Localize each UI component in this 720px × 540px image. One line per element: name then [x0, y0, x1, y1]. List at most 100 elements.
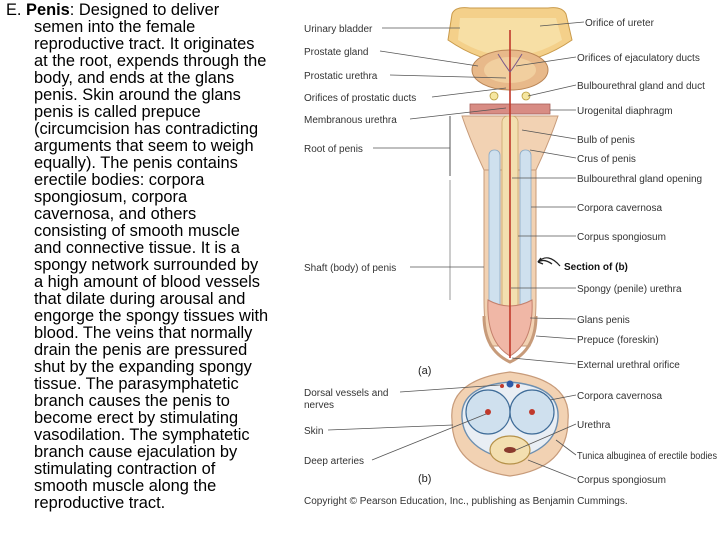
label-skin: Skin: [304, 426, 323, 437]
text-line: penis is called prepuce: [34, 103, 201, 121]
leader-tunica-albuginea: [555, 439, 577, 456]
text-line: cavernosa, and others: [34, 205, 197, 223]
label-orifices-ejaculatory-ducts: Orifices of ejaculatory ducts: [577, 53, 700, 64]
leader-corpora-cavernosa-b: [549, 394, 577, 401]
label-nerves: nerves: [304, 400, 334, 411]
text-line: become erect by stimulating: [34, 409, 239, 427]
leader-glans-penis: [529, 317, 577, 320]
leader-skin: [327, 424, 454, 431]
leader-membranous-urethra: [409, 107, 507, 120]
text-line: stimulating contraction of: [34, 460, 216, 478]
deep-artery-right: [529, 409, 535, 415]
leader-bulbourethral-gland: [527, 84, 577, 97]
label-glans-penis: Glans penis: [577, 315, 630, 326]
longitudinal-section-illustration: [447, 7, 573, 364]
text-line: branch causes the penis to: [34, 392, 230, 410]
text-line: engorge the spongy tissues with: [34, 307, 269, 325]
bulbourethral-gland-left: [489, 91, 499, 101]
text-line: consisting of smooth muscle: [34, 222, 240, 240]
label-crus-of-penis: Crus of penis: [577, 154, 636, 165]
text-line: spongy network surrounded by: [34, 256, 259, 274]
label-root-of-penis: Root of penis: [304, 144, 363, 155]
label-orifices-prostatic-ducts: Orifices of prostatic ducts: [304, 93, 416, 104]
text-line: a high amount of blood vessels: [34, 273, 260, 291]
prepuce-shape: [482, 315, 538, 364]
bulbourethral-gland-right: [521, 91, 531, 101]
label-prepuce: Prepuce (foreskin): [577, 335, 659, 346]
corpora-cavernosa-right-column: [519, 149, 532, 311]
label-corpora-cavernosa-a: Corpora cavernosa: [577, 203, 662, 214]
panel-a-tag: (a): [418, 365, 431, 377]
right-leader-lines: [511, 21, 585, 480]
text-line: smooth muscle along the: [34, 477, 217, 495]
leader-orifice-of-ureter: [539, 21, 585, 27]
label-corpus-spongiosum-a: Corpus spongiosum: [577, 232, 666, 243]
text-line: blood. The veins that normally: [34, 324, 253, 342]
leader-external-urethral-orifice: [511, 357, 577, 365]
panel-b-tag: (b): [418, 473, 431, 485]
deep-artery-left: [485, 409, 491, 415]
text-line: and connective tissue. It is a: [34, 239, 240, 257]
leader-crus-of-penis: [529, 149, 577, 159]
leader-prostatic-urethra: [389, 74, 507, 79]
dorsal-artery-right: [516, 384, 520, 388]
text-line: equally). The penis contains: [34, 154, 238, 172]
text-line: at the root, expends through the: [34, 52, 267, 70]
label-corpus-spongiosum-b: Corpus spongiosum: [577, 475, 666, 486]
label-external-urethral-orifice: External urethral orifice: [577, 360, 680, 371]
label-urethra-b: Urethra: [577, 420, 611, 431]
text-line: semen into the female: [34, 18, 196, 36]
text-line: reproductive tract. It originates: [34, 35, 255, 53]
urethra-section: [504, 447, 516, 453]
text-line: reproductive tract.: [34, 494, 166, 512]
section-indicator-curve: [537, 257, 561, 267]
ejaculatory-duct-lines: [497, 53, 523, 73]
dorsal-vein: [506, 380, 514, 388]
leader-orifices-prostatic-ducts: [431, 87, 507, 98]
text-line: drain the penis are pressured: [34, 341, 248, 359]
text-line: spongiosum, corpora: [34, 188, 188, 206]
label-spongy-urethra: Spongy (penile) urethra: [577, 284, 682, 295]
text-line: (circumcision has contradicting: [34, 120, 259, 138]
leader-ejaculatory-ducts: [515, 56, 577, 67]
leader-deep-arteries: [371, 413, 487, 461]
copyright-notice: Copyright © Pearson Education, Inc., pub…: [304, 496, 628, 507]
label-prostate-gland: Prostate gland: [304, 47, 369, 58]
corpora-cavernosa-left-column: [488, 149, 501, 311]
dorsal-artery-left: [500, 384, 504, 388]
label-deep-arteries: Deep arteries: [304, 456, 364, 467]
label-orifice-of-ureter: Orifice of ureter: [585, 18, 655, 29]
text-line: branch cause ejaculation by: [34, 443, 238, 461]
text-line: that dilate during arousal and: [34, 290, 246, 308]
label-bulb-of-penis: Bulb of penis: [577, 135, 635, 146]
label-corpora-cavernosa-b: Corpora cavernosa: [577, 391, 662, 402]
term-penis: Penis: [26, 1, 70, 19]
label-section-of-b: Section of (b): [564, 262, 628, 273]
first-line: E. Penis: Designed to deliver: [6, 2, 296, 19]
label-urinary-bladder: Urinary bladder: [304, 24, 373, 35]
label-prostatic-urethra: Prostatic urethra: [304, 71, 378, 82]
text-line: : Designed to deliver: [69, 1, 220, 19]
section-prefix: E.: [6, 1, 27, 19]
text-line: arguments that seem to weigh: [34, 137, 254, 155]
leader-prostate-gland: [379, 50, 479, 67]
left-leader-lines: [327, 27, 507, 461]
description-text: E. Penis: Designed to deliver semen into…: [6, 2, 296, 512]
leader-urethra-b: [515, 423, 577, 451]
text-line: tissue. The parasymphatetic: [34, 375, 239, 393]
leader-corpus-spongiosum-b: [527, 459, 577, 480]
label-tunica-albuginea: Tunica albuginea of erectile bodies: [577, 451, 717, 462]
leader-prepuce: [535, 335, 577, 340]
leader-dorsal-vessels: [399, 384, 501, 393]
label-membranous-urethra: Membranous urethra: [304, 115, 397, 126]
label-bulbourethral-gland-duct: Bulbourethral gland and duct: [577, 81, 705, 92]
text-line: shut by the expanding spongy: [34, 358, 252, 376]
label-bulbourethral-gland-opening: Bulbourethral gland opening: [577, 174, 702, 185]
label-shaft-of-penis: Shaft (body) of penis: [304, 263, 396, 274]
label-dorsal-vessels: Dorsal vessels and: [304, 388, 388, 399]
leader-bulb-of-penis: [521, 129, 577, 140]
body-lines: semen into the female reproductive tract…: [6, 19, 296, 512]
text-line: erectile bodies: corpora: [34, 171, 205, 189]
text-line: vasodilation. The symphatetic: [34, 426, 250, 444]
